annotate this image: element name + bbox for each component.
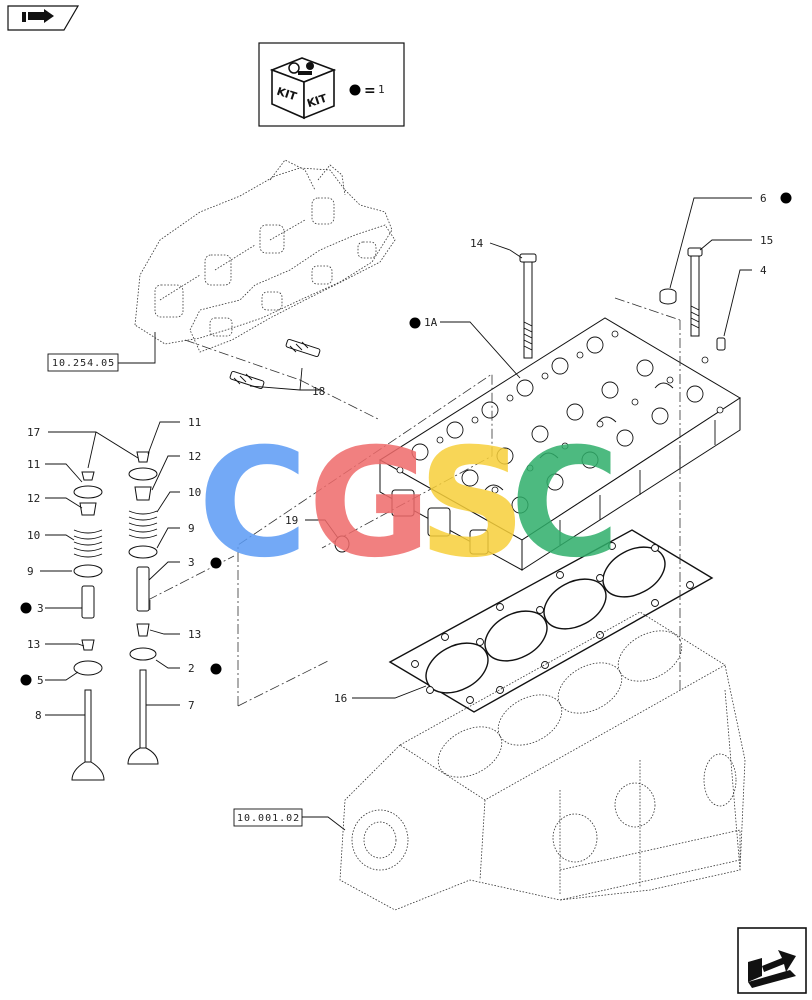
callout-17: 17 (27, 426, 40, 439)
callout-10-right: 10 (188, 486, 201, 499)
reference-exhaust-manifold[interactable]: 10.254.05 (47, 353, 119, 372)
callout-9-right: 9 (188, 522, 195, 535)
callout-2: 2 (188, 662, 195, 675)
callout-3-left: 3 (37, 602, 44, 615)
callout-8: 8 (35, 709, 42, 722)
head-bolt (519, 253, 537, 359)
reference-exhaust-manifold-text: 10.254.05 (52, 358, 115, 369)
seal-plug (334, 535, 350, 553)
callout-14: 14 (470, 237, 484, 250)
callout-5: 5 (37, 674, 44, 687)
callout-18: 18 (312, 385, 325, 398)
watermark-letter-3: S (418, 417, 526, 591)
callout-19: 19 (285, 514, 298, 527)
kit-box-icon: KIT KIT (269, 57, 337, 120)
callout-12-left: 12 (27, 492, 40, 505)
watermark-letter-4: C (510, 417, 620, 591)
reference-engine-block[interactable]: 10.001.02 (233, 808, 303, 827)
callout-4: 4 (760, 264, 767, 277)
watermark-letter-2: G (308, 417, 431, 591)
kit-marker (210, 663, 222, 675)
callout-12-right: 12 (188, 450, 201, 463)
book-arrow-icon (748, 950, 796, 988)
callout-16: 16 (334, 692, 347, 705)
kit-marker (20, 602, 32, 614)
short-head-bolt (687, 247, 703, 337)
kit-marker (409, 317, 421, 329)
callout-10-left: 10 (27, 529, 40, 542)
callout-labels: 17 11 12 10 9 3 13 5 8 11 12 10 9 3 13 2… (27, 192, 773, 722)
callout-7: 7 (188, 699, 195, 712)
kit-legend: KIT KIT = 1 (258, 42, 405, 127)
callout-11-right: 11 (188, 416, 201, 429)
next-page-button[interactable] (737, 927, 807, 994)
watermark-letter-1: C (198, 417, 308, 591)
callout-13-right: 13 (188, 628, 201, 641)
cup-plug (659, 288, 677, 305)
kit-marker (780, 192, 792, 204)
manifold-stud (229, 338, 321, 390)
callout-15: 15 (760, 234, 773, 247)
cgsc-watermark: C G S C (198, 417, 620, 591)
prev-page-button[interactable] (7, 5, 80, 31)
dowel-pin (716, 337, 726, 351)
kit-marker-dot (349, 84, 361, 96)
book-arrow-icon (22, 9, 54, 23)
callout-1A: 1A (424, 316, 438, 329)
callout-9-left: 9 (27, 565, 34, 578)
leader-lines (40, 197, 752, 831)
kit-quantity: 1 (378, 83, 385, 96)
kit-markers (20, 192, 792, 686)
callout-6: 6 (760, 192, 767, 205)
valve-train-left (71, 471, 105, 781)
valve-train-right (127, 451, 159, 765)
head-gasket (388, 529, 714, 713)
kit-marker (20, 674, 32, 686)
kit-label-right: KIT (305, 92, 329, 111)
exhaust-manifold-outline (134, 159, 396, 353)
kit-equals-sign: = (364, 83, 376, 99)
cylinder-head (379, 317, 741, 571)
reference-engine-block-text: 10.001.02 (237, 813, 300, 824)
callout-3-right: 3 (188, 556, 195, 569)
callout-13-left: 13 (27, 638, 40, 651)
kit-marker (210, 557, 222, 569)
callout-11-left: 11 (27, 458, 40, 471)
kit-label-left: KIT (275, 85, 299, 104)
